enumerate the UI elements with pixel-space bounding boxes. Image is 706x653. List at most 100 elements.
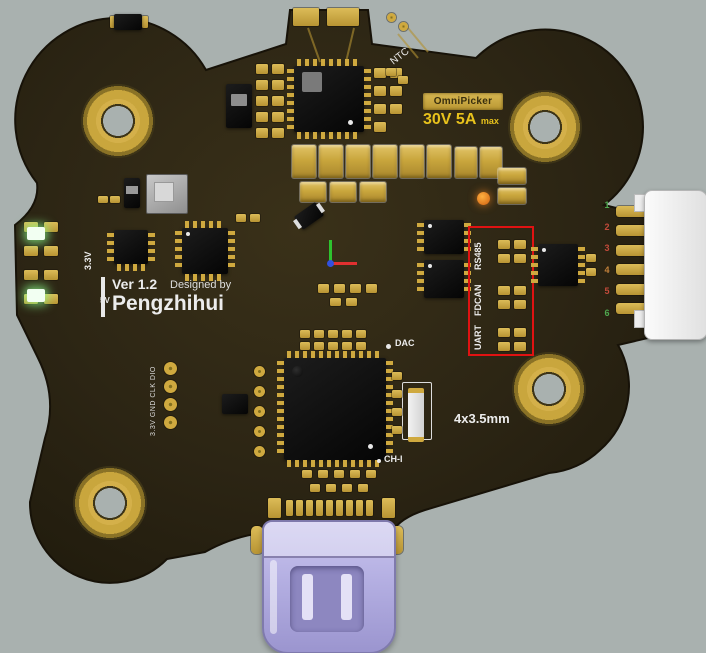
solder-pad	[293, 8, 319, 26]
capacitor	[319, 145, 343, 178]
pin1-dot	[186, 232, 190, 236]
solder-pad	[498, 300, 510, 309]
usb-pin-pad	[296, 500, 303, 516]
solder-pad	[390, 86, 402, 96]
usb-shell-top	[264, 522, 394, 558]
swd-pad	[164, 398, 177, 411]
capacitor	[427, 145, 451, 178]
solder-pad	[498, 328, 510, 337]
silk-dot	[386, 344, 391, 349]
ic-pins	[364, 69, 371, 129]
chi-label: CH-I	[384, 454, 403, 464]
axis-gizmo-x	[331, 262, 357, 265]
usb-pin-pad	[366, 500, 373, 516]
usb-pin-pad	[326, 500, 333, 516]
solder-pad	[272, 128, 284, 138]
usb-mount-tab	[251, 526, 263, 554]
copper-traces	[307, 27, 429, 63]
via-pad	[254, 386, 265, 397]
component-mark	[231, 94, 247, 106]
solder-pad	[342, 342, 352, 350]
ic-die-mark	[302, 72, 322, 92]
connector-pin-number: 1	[604, 200, 610, 210]
jst-connector	[644, 190, 706, 340]
solder-pad	[326, 484, 336, 492]
ic-pins	[531, 247, 538, 283]
usb-pin-pad	[336, 500, 343, 516]
connector-pin	[616, 284, 650, 295]
usb-pin-pad	[346, 500, 353, 516]
connector-pin	[616, 225, 650, 236]
module-mark	[154, 182, 174, 202]
solder-pad	[24, 270, 38, 280]
usb-latch	[302, 574, 313, 620]
usb-pin-pad	[306, 500, 313, 516]
solder-pad	[366, 284, 377, 293]
usb-latch	[341, 574, 352, 620]
capacitor	[300, 182, 326, 202]
rating-main: 30V 5A	[423, 111, 477, 128]
solder-pad	[256, 80, 268, 90]
via-pad	[254, 406, 265, 417]
usb-c-connector	[262, 520, 396, 653]
crystal-oscillator	[408, 388, 424, 442]
solder-pad	[586, 254, 596, 262]
solder-pad	[498, 254, 510, 263]
capacitor	[455, 147, 477, 178]
solder-pad	[350, 284, 361, 293]
solder-pad	[392, 372, 402, 380]
omnipicker-badge: OmniPicker	[423, 93, 503, 110]
solder-pad	[314, 342, 324, 350]
capacitor	[498, 168, 526, 184]
designer-label: Pengzhihui	[112, 292, 224, 315]
solder-pad	[386, 68, 396, 76]
via-pad	[254, 446, 265, 457]
capacitor	[480, 147, 502, 178]
solder-pad	[350, 470, 360, 478]
transceiver-ic	[417, 260, 471, 298]
solder-pad	[498, 286, 510, 295]
solder-pad	[327, 8, 359, 26]
solder-pad	[110, 16, 116, 28]
ic-pins	[417, 223, 424, 251]
metal-module	[146, 174, 188, 214]
fdcan-label: FDCAN	[473, 284, 483, 317]
swd-pad	[164, 416, 177, 429]
solder-pad	[328, 330, 338, 338]
solder-pad	[392, 408, 402, 416]
solder-pad	[250, 214, 260, 222]
qfn-ic	[175, 221, 235, 281]
via-pad	[399, 22, 408, 31]
mounting-hole-top-right	[508, 90, 582, 164]
solder-pad	[392, 390, 402, 398]
solder-pad	[334, 470, 344, 478]
solder-pad	[98, 196, 108, 203]
uart-label: UART	[473, 325, 483, 350]
pin1-dot	[542, 248, 546, 252]
connector-pin-number: 2	[604, 221, 610, 232]
via-pad	[387, 13, 396, 22]
sot23-transistor	[124, 178, 140, 208]
ic-pins	[417, 263, 424, 295]
solder-pad	[44, 294, 58, 304]
capacitor	[400, 145, 424, 178]
solder-pad	[272, 96, 284, 106]
solder-pad	[390, 68, 402, 78]
swd-pad	[164, 380, 177, 393]
ic-pins	[578, 247, 585, 283]
connector-pin-numbers: 1 2 3 4 5 6	[600, 200, 614, 318]
designedby-label: Designed by	[170, 279, 232, 291]
solder-pad	[498, 342, 510, 351]
solder-pad	[310, 484, 320, 492]
solder-pad	[374, 86, 386, 96]
pin1-dimple	[292, 366, 303, 377]
solder-pad	[272, 112, 284, 122]
interface-highlight-box	[468, 226, 534, 356]
solder-pad	[514, 328, 526, 337]
solder-pad	[334, 284, 345, 293]
swd-labels: 3.3V GND CLK DIO	[150, 366, 157, 436]
dac-label: DAC	[395, 338, 415, 348]
ic-pins	[287, 460, 383, 467]
capacitor	[498, 188, 526, 204]
ic-pins	[107, 233, 114, 261]
